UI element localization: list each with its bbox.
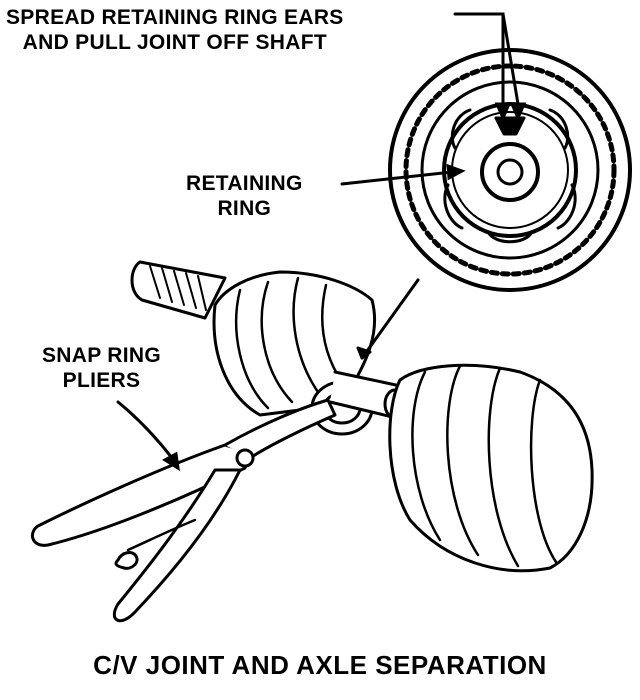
label-spread-retaining-ring-ears: SPREAD RETAINING RING EARS AND PULL JOIN… (6, 6, 344, 56)
label-spread-line1: SPREAD RETAINING RING EARS (6, 6, 344, 29)
label-retaining-line1: RETAINING (186, 172, 303, 195)
outer-cv-boot (388, 363, 594, 573)
leader-retaining-arrow (446, 163, 466, 181)
figure-caption: C/V JOINT AND AXLE SEPARATION (93, 650, 547, 680)
splined-shaft-stub (130, 260, 227, 320)
label-snap-line2: PLIERS (62, 368, 141, 392)
label-retaining-line2: RING (217, 196, 272, 220)
label-snap-ring-pliers: SNAP RING PLIERS (42, 344, 161, 394)
retaining-ring-detail-view (388, 48, 632, 292)
label-spread-line2: AND PULL JOINT OFF SHAFT (22, 30, 327, 54)
label-snap-line1: SNAP RING (42, 344, 161, 367)
leader-spread-branch (501, 12, 520, 106)
leader-pliers-arrow (162, 451, 180, 471)
leader-pliers (116, 400, 174, 460)
detail-leader-line (360, 278, 420, 360)
label-retaining-ring: RETAINING RING (186, 172, 303, 222)
leader-spread-arrow-b (509, 102, 527, 122)
snap-ring-pliers (31, 398, 337, 623)
leader-retaining (340, 170, 454, 186)
leader-spread-arrow-a (494, 102, 512, 122)
detail-leader-arrowhead (356, 346, 372, 360)
